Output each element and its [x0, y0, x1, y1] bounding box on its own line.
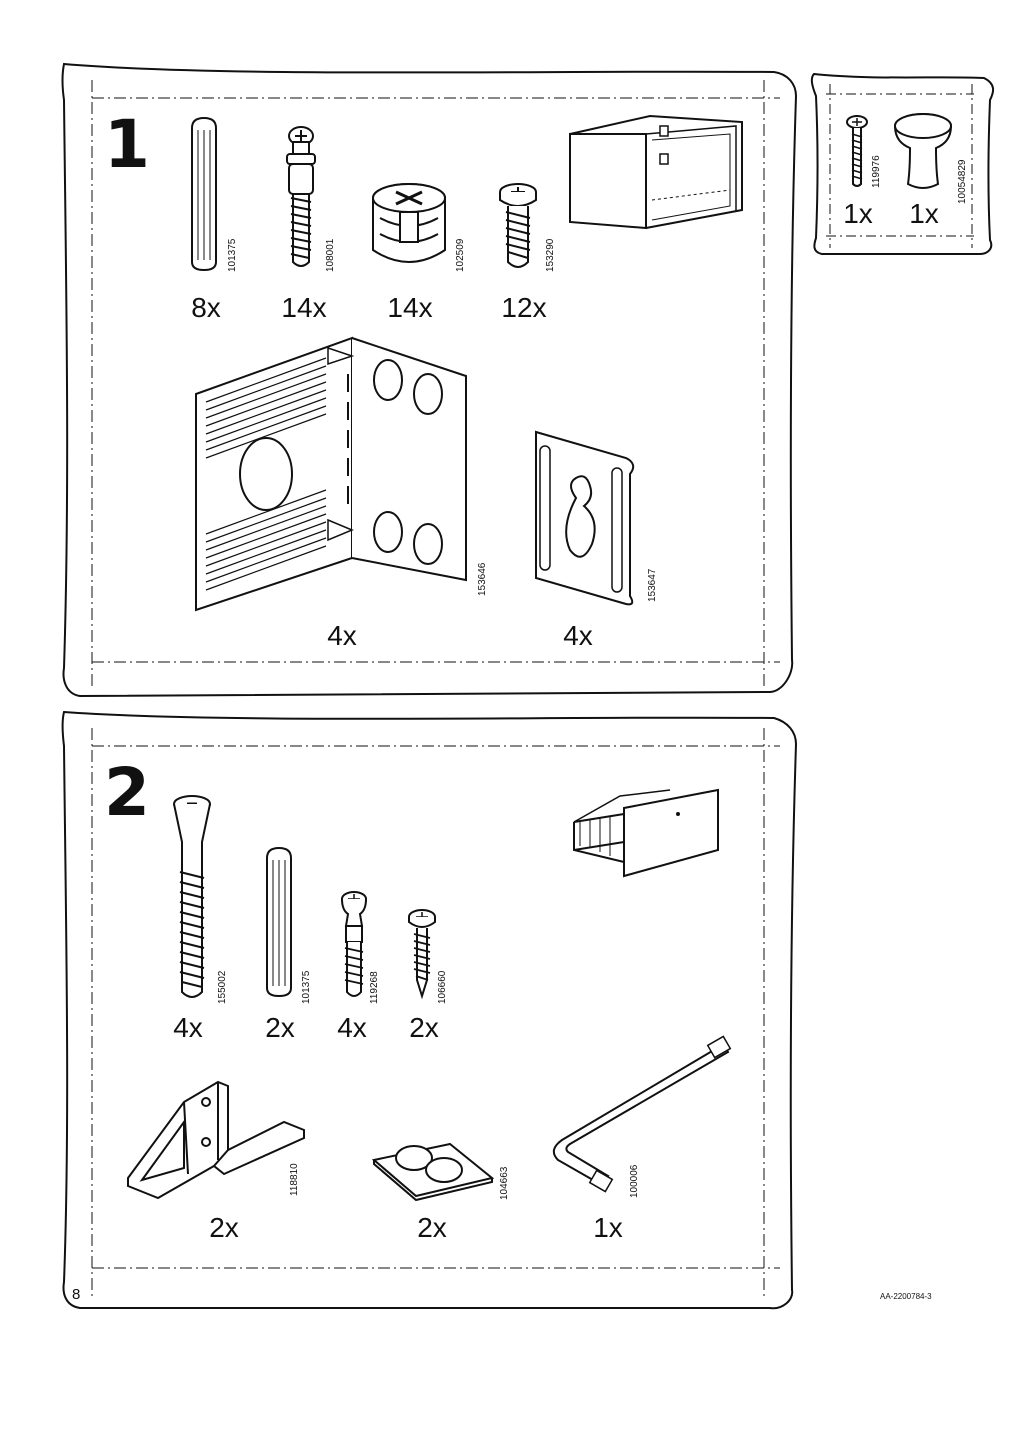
- cam-bolt-icon: [286, 126, 316, 267]
- angle-bracket-icon: [127, 1080, 305, 1200]
- part-quantity: 2x: [209, 1212, 239, 1243]
- part-quantity: 4x: [337, 1012, 367, 1043]
- part-code: 102509: [455, 238, 466, 272]
- part-code: 119976: [871, 155, 882, 188]
- allen-key-icon: [552, 1035, 732, 1193]
- part-code: 153647: [647, 568, 658, 602]
- wood-dowel-icon: [191, 116, 217, 272]
- step-number-2: 2: [104, 754, 150, 831]
- step-number-1: 1: [104, 106, 150, 183]
- part-code: 10054829: [957, 159, 968, 205]
- corner-bracket-icon: [195, 336, 467, 612]
- part-quantity: 14x: [281, 292, 327, 323]
- wood-screw-icon: [408, 909, 436, 1000]
- part-quantity: 8x: [191, 292, 221, 323]
- part-quantity: 1x: [593, 1212, 623, 1243]
- knob-icon: [894, 113, 952, 189]
- part-code: 100006: [629, 1164, 640, 1198]
- part-code: 104663: [499, 1166, 510, 1200]
- part-code: 118810: [289, 1163, 300, 1196]
- part-code: 155002: [217, 970, 228, 1004]
- part-quantity: 2x: [417, 1212, 447, 1243]
- drawer-icon: [573, 788, 719, 878]
- cabinet-frame-icon: [569, 114, 743, 230]
- part-quantity: 12x: [501, 292, 547, 323]
- part-quantity: 4x: [327, 620, 357, 651]
- part-code: 153290: [545, 238, 556, 272]
- short-screw-icon: [499, 183, 537, 268]
- part-code: 108001: [325, 238, 336, 272]
- part-code: 119268: [369, 971, 380, 1004]
- part-quantity: 2x: [265, 1012, 295, 1043]
- part-quantity: 4x: [563, 620, 593, 651]
- long-screw-icon: [173, 795, 211, 998]
- page-number: 8: [72, 1286, 81, 1303]
- part-quantity: 2x: [409, 1012, 439, 1043]
- part-quantity: 14x: [387, 292, 433, 323]
- machine-screw-icon: [846, 115, 868, 187]
- part-code: 101375: [227, 238, 238, 272]
- document-id: AA-2200784-3: [880, 1292, 932, 1301]
- part-quantity: 1x: [909, 198, 939, 229]
- keyhole-hanger-icon: [535, 430, 635, 606]
- wood-dowel-icon: [266, 846, 292, 998]
- part-quantity: 1x: [843, 198, 873, 229]
- bumper-pad-icon: [371, 1142, 495, 1202]
- part-code: 106660: [437, 970, 448, 1004]
- drawer-bolt-icon: [341, 891, 367, 997]
- part-quantity: 4x: [173, 1012, 203, 1043]
- cam-lock-icon: [372, 183, 446, 263]
- part-code: 101375: [301, 970, 312, 1004]
- part-code: 153646: [477, 562, 488, 596]
